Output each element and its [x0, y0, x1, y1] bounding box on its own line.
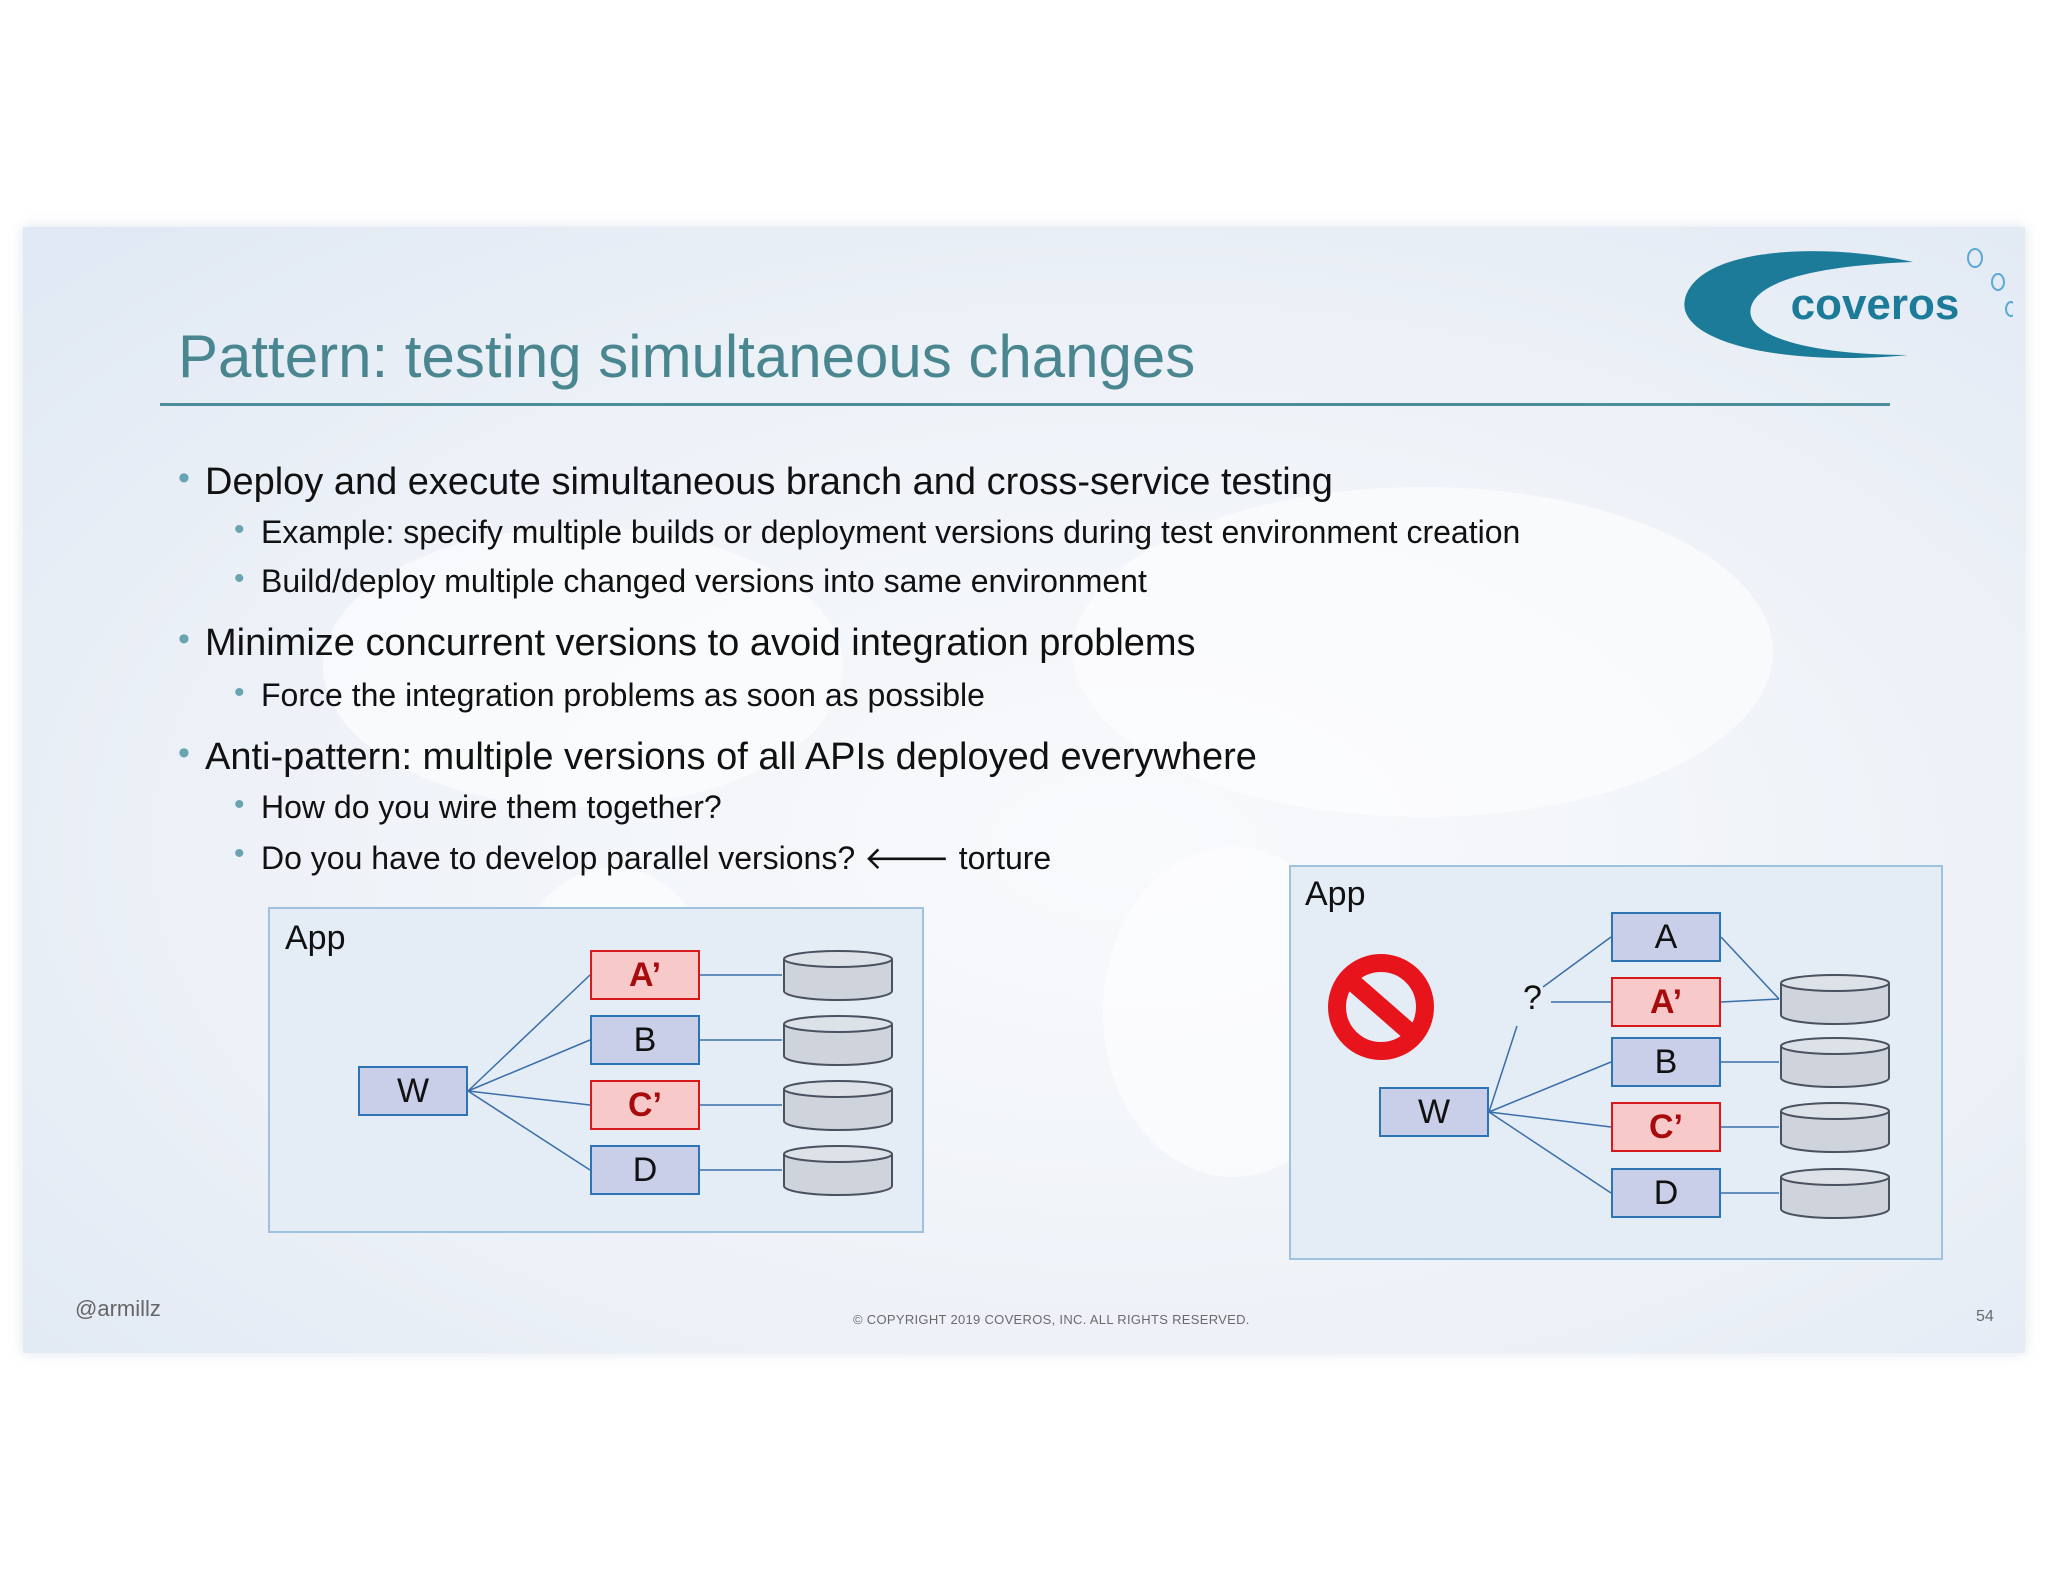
bullet-1-sub-2-text: Build/deploy multiple changed versions i… — [261, 563, 1147, 599]
bullet-dot: • — [178, 734, 190, 772]
bullet-3-sub-2-suffix: torture — [958, 840, 1052, 876]
bullet-1: • Deploy and execute simultaneous branch… — [178, 459, 1333, 504]
service-node-a-prime: A’ — [1611, 977, 1721, 1027]
service-node-a-prime: A’ — [590, 950, 700, 1000]
database-icon — [783, 950, 893, 1001]
app-diagram-right: App ? W A A’ B C’ D — [1289, 865, 1943, 1260]
service-node-b: B — [1611, 1037, 1721, 1087]
service-node-c-prime: C’ — [1611, 1102, 1721, 1152]
app-diagram-left: App W A’ B C’ D — [268, 907, 924, 1233]
service-node-a: A — [1611, 912, 1721, 962]
database-icon — [1780, 974, 1890, 1025]
bullet-2: • Minimize concurrent versions to avoid … — [178, 620, 1196, 665]
logo-text: coveros — [1791, 280, 1960, 329]
bullet-3-text: Anti-pattern: multiple versions of all A… — [205, 736, 1257, 778]
slide: Pattern: testing simultaneous changes co… — [23, 227, 2025, 1353]
slide-title: Pattern: testing simultaneous changes — [178, 323, 1196, 390]
database-icon — [1780, 1037, 1890, 1088]
bullet-2-text: Minimize concurrent versions to avoid in… — [205, 622, 1196, 664]
bullet-3-sub-1-text: How do you wire them together? — [261, 789, 722, 825]
title-divider — [160, 403, 1890, 406]
bullet-1-sub-1: • Example: specify multiple builds or de… — [234, 513, 1521, 551]
service-node-b: B — [590, 1015, 700, 1065]
bullet-1-sub-1-text: Example: specify multiple builds or depl… — [261, 514, 1521, 550]
bullet-2-sub-1: • Force the integration problems as soon… — [234, 676, 985, 714]
bullet-1-sub-2: • Build/deploy multiple changed versions… — [234, 562, 1147, 600]
world-map-background — [1073, 487, 1773, 817]
coveros-logo: coveros — [1684, 248, 2013, 359]
database-icon — [783, 1015, 893, 1066]
database-icon — [1780, 1168, 1890, 1219]
web-node-w: W — [1379, 1087, 1489, 1137]
question-mark: ? — [1523, 979, 1542, 1017]
bullet-dot: • — [234, 788, 245, 821]
bullet-dot: • — [234, 513, 245, 546]
bullet-dot: • — [234, 837, 245, 870]
bullet-3-sub-2-text: Do you have to develop parallel versions… — [261, 840, 856, 876]
bullet-dot: • — [178, 459, 190, 497]
page-number: 54 — [1976, 1308, 1994, 1325]
web-node-w: W — [358, 1066, 468, 1116]
database-icon — [783, 1080, 893, 1131]
service-node-d: D — [590, 1145, 700, 1195]
twitter-handle: @armillz — [75, 1296, 161, 1321]
bullet-dot: • — [234, 562, 245, 595]
app-label: App — [285, 919, 346, 957]
database-icon — [783, 1145, 893, 1196]
app-label: App — [1305, 875, 1366, 913]
bullet-3-sub-2: • Do you have to develop parallel versio… — [234, 837, 1052, 877]
copyright-notice: © COPYRIGHT 2019 COVEROS, INC. ALL RIGHT… — [853, 1312, 1250, 1327]
bullet-1-text: Deploy and execute simultaneous branch a… — [205, 461, 1333, 503]
world-map-background — [323, 527, 843, 807]
bullet-2-sub-1-text: Force the integration problems as soon a… — [261, 677, 985, 713]
bullet-dot: • — [178, 620, 190, 658]
bullet-dot: • — [234, 676, 245, 709]
bullet-3-sub-1: • How do you wire them together? — [234, 788, 722, 826]
prohibited-icon — [1328, 954, 1434, 1060]
service-node-c-prime: C’ — [590, 1080, 700, 1130]
database-icon — [1780, 1102, 1890, 1153]
left-arrow-icon: 🡐 — [864, 839, 950, 877]
service-node-d: D — [1611, 1168, 1721, 1218]
bullet-3: • Anti-pattern: multiple versions of all… — [178, 734, 1257, 779]
